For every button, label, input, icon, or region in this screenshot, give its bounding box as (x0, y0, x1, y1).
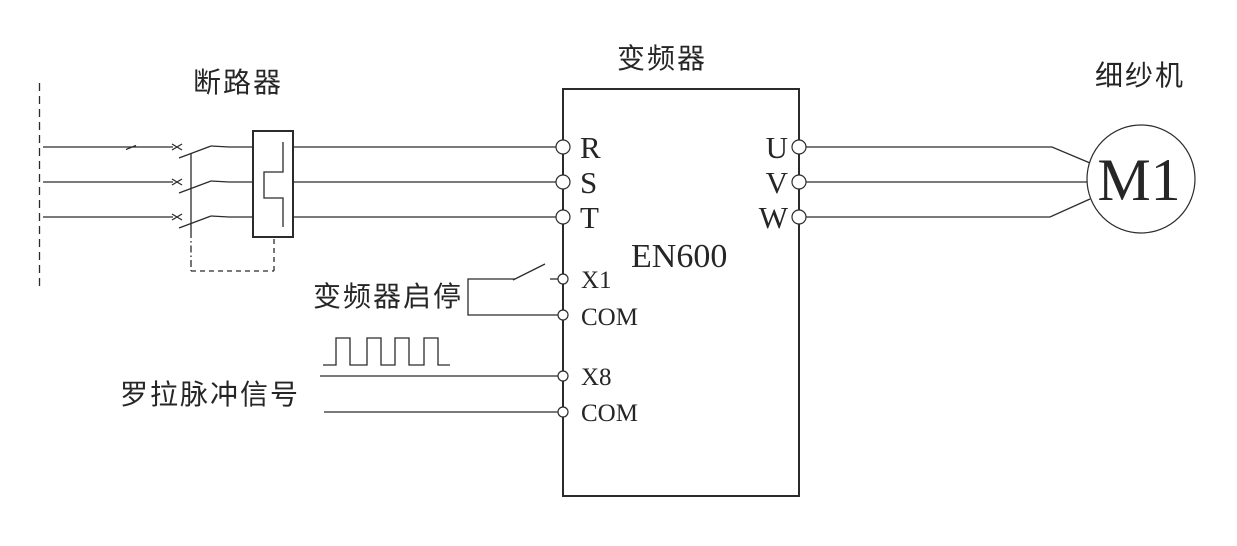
inverter-model: EN600 (631, 238, 727, 275)
switch-out-wire-2 (210, 180, 253, 183)
switch-blade-3 (178, 215, 212, 229)
circuit-breaker: 断路器 (193, 67, 294, 238)
terminal-S (555, 174, 571, 190)
terminal-V (791, 174, 807, 190)
inverter-label: 变频器 (617, 43, 707, 75)
power-supply (38, 83, 275, 290)
terminal-T-label: T (580, 200, 599, 235)
terminal-U-label: U (766, 130, 788, 165)
inverter-body (562, 88, 800, 497)
roller-pulse-label: 罗拉脉冲信号 (120, 379, 300, 411)
terminal-COM2 (557, 406, 569, 418)
motor-circle (1086, 124, 1196, 234)
spinning-frame-motor: 细纱机 M1 (806, 60, 1196, 234)
switch-contact-mark-1 (171, 143, 183, 151)
breaker-body (252, 130, 294, 238)
terminal-V-label: V (766, 165, 789, 200)
terminal-U (791, 139, 807, 155)
direction-tick (125, 144, 137, 151)
start-stop-switch-blade (512, 263, 546, 281)
terminal-COM1-label: COM (581, 304, 638, 331)
terminal-COM2-label: COM (581, 400, 638, 427)
terminal-S-label: S (580, 165, 597, 200)
motor-wire-w (806, 198, 1091, 218)
breaker-to-inverter-wires (293, 146, 556, 218)
terminal-X8-label: X8 (581, 364, 612, 391)
terminal-X1-label: X1 (581, 267, 612, 294)
disconnect-switch (171, 143, 275, 272)
inverter: 变频器 EN600 R S T U V W X1 COM X8 COM (555, 43, 807, 497)
terminal-COM1 (557, 309, 569, 321)
breaker-thermal-element-symbol (263, 142, 284, 227)
terminal-X8 (557, 370, 569, 382)
terminal-R-label: R (580, 130, 601, 165)
terminal-T (555, 209, 571, 225)
start-stop-circuit: 变频器启停 (313, 263, 558, 316)
start-stop-loop-wire (467, 278, 558, 316)
start-stop-label: 变频器启停 (313, 281, 463, 313)
switch-out-wire-3 (210, 215, 253, 218)
switch-blade-2 (178, 180, 212, 194)
terminal-W-label: W (759, 200, 789, 235)
switch-contact-mark-2 (171, 178, 183, 186)
circuit-breaker-label: 断路器 (193, 67, 283, 99)
pulse-waveform-symbol (323, 337, 450, 366)
terminal-W (791, 209, 807, 225)
motor-designation: M1 (1097, 147, 1180, 213)
switch-out-wire-1 (210, 145, 253, 148)
roller-pulse-circuit: 罗拉脉冲信号 (120, 337, 558, 413)
motor-wire-u (806, 146, 1091, 164)
terminal-R (555, 139, 571, 155)
switch-blade-1 (178, 145, 212, 159)
spinning-frame-label: 细纱机 (1095, 60, 1185, 92)
terminal-X1 (557, 273, 569, 285)
switch-contact-mark-3 (171, 213, 183, 221)
